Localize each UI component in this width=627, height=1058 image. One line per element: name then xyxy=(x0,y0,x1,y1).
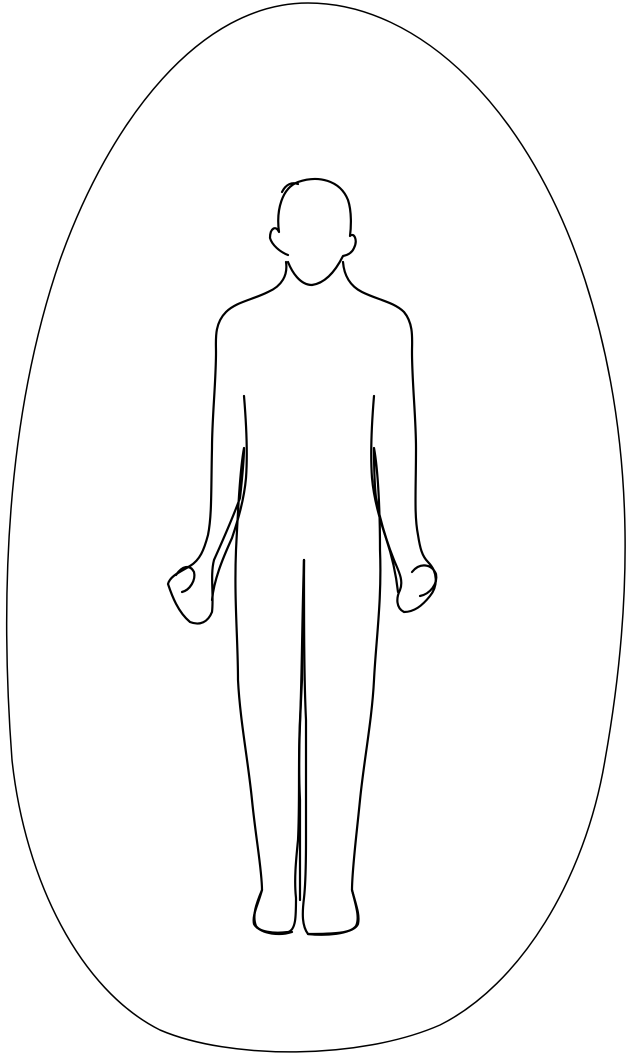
body-outline xyxy=(168,262,304,933)
head xyxy=(270,179,356,285)
leg-gap xyxy=(299,560,304,900)
left-hand xyxy=(176,567,194,592)
human-figure xyxy=(168,179,436,935)
body-outline-right xyxy=(303,262,436,934)
left-foot xyxy=(254,890,292,934)
right-foot xyxy=(308,890,358,935)
right-inner-arm xyxy=(371,396,398,592)
left-inner-arm xyxy=(212,396,247,600)
enclosure-oval xyxy=(7,3,625,1052)
